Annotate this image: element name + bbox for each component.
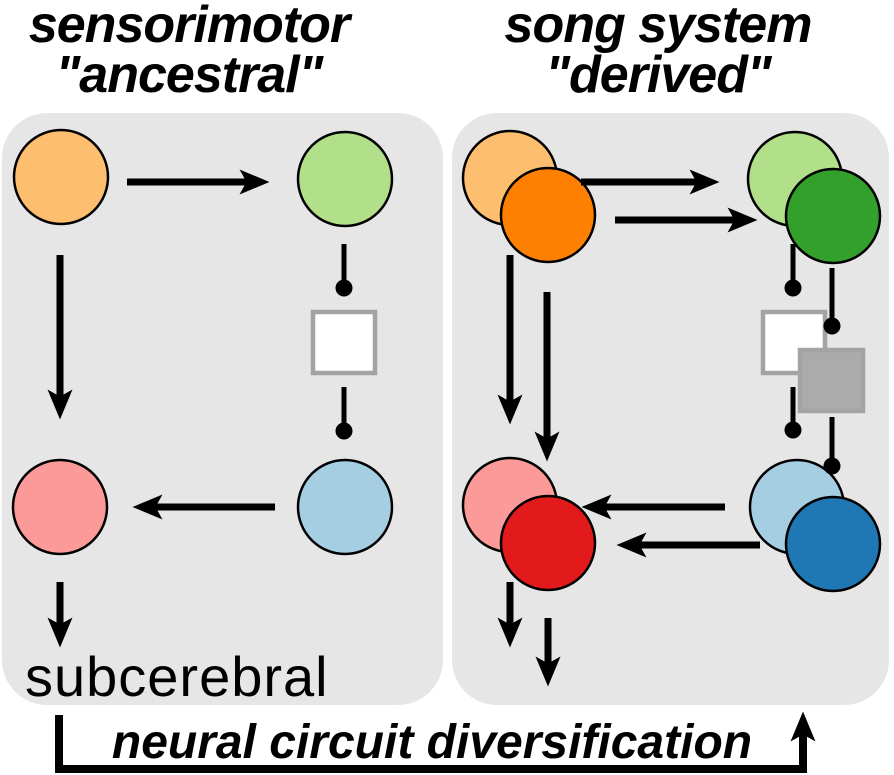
ancestral-title: sensorimotor "ancestral" xyxy=(0,0,378,104)
derived-blue-circle xyxy=(784,495,882,593)
inhibitory-synapse-ball xyxy=(784,421,802,439)
ancestral-pink-circle xyxy=(11,458,109,556)
derived-gray-square xyxy=(797,347,866,414)
derived-title-line2: "derived" xyxy=(545,46,771,104)
ancestral-title-line2: "ancestral" xyxy=(55,46,324,104)
ancestral-white-square xyxy=(310,309,378,376)
inhibitory-synapse-ball xyxy=(784,279,802,297)
ancestral-panel xyxy=(2,113,443,705)
inhibitory-synapse-ball xyxy=(823,457,841,475)
inhibitory-synapse-ball xyxy=(823,317,841,335)
ancestral-title-line1: sensorimotor xyxy=(28,0,350,54)
derived-title-line1: song system xyxy=(504,0,813,54)
diversification-label: neural circuit diversification xyxy=(111,716,753,769)
ancestral-blue-circle xyxy=(296,458,394,556)
diversification-bracket-arrow xyxy=(55,711,816,773)
inhibitory-synapse-ball xyxy=(335,279,353,297)
subcerebral-label: subcerebral xyxy=(25,645,329,708)
derived-white-square xyxy=(760,309,828,376)
derived-orange-circle xyxy=(499,166,597,264)
derived-red-circle xyxy=(499,494,597,592)
derived-green-circle xyxy=(784,167,882,265)
derived-title: song system "derived" xyxy=(465,0,851,104)
ancestral-green-circle xyxy=(296,130,394,228)
inhibitory-synapse-ball xyxy=(335,422,353,440)
ancestral-orange-circle xyxy=(12,128,110,226)
